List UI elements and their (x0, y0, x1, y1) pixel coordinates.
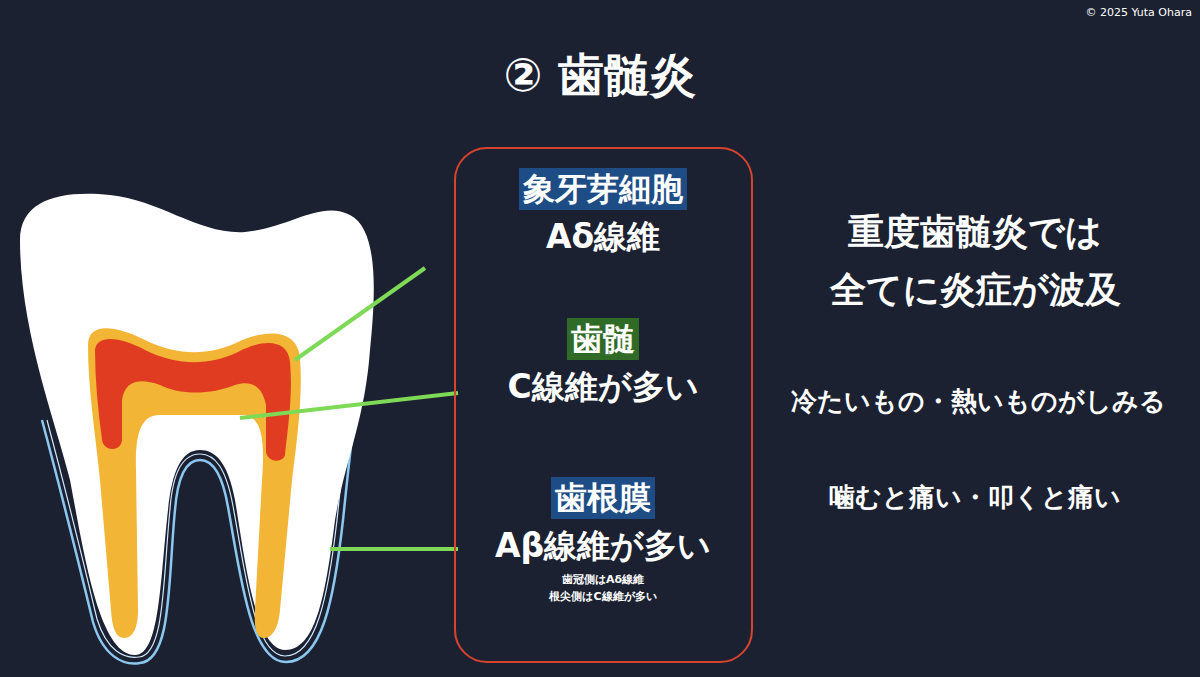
note-text: 歯冠側はAδ線維 根尖側はC線維が多い (538, 571, 668, 605)
tooth-dentin (20, 194, 374, 655)
copyright-note: © 2025 Yuta Ohara (1085, 6, 1192, 20)
slide-title: ② 歯髄炎 (504, 47, 697, 103)
label-group: 歯根膜 Aβ線維が多い歯冠側はAδ線維 根尖側はC線維が多い (495, 477, 711, 605)
group-frame (455, 148, 752, 662)
fiber-label: Aβ線維が多い (495, 525, 711, 567)
pulp (88, 328, 301, 638)
fiber-label: Aδ線維 (546, 216, 660, 258)
leader-line (330, 547, 458, 551)
odontoblast-layer (95, 339, 291, 461)
label-group: 歯髄 C線維が多い (507, 318, 698, 408)
leader-line (295, 268, 425, 360)
highlight-heading: 歯根膜 (551, 477, 655, 519)
highlight-heading: 歯髄 (567, 318, 639, 360)
highlight-heading: 象牙芽細胞 (519, 168, 687, 210)
leader-line (240, 393, 458, 418)
symptom-text: 噛むと痛い・叩くと痛い (829, 480, 1121, 514)
fiber-label: C線維が多い (507, 366, 698, 408)
label-group: 象牙芽細胞 Aδ線維 (519, 168, 687, 258)
symptom-text: 冷たいもの・熱いものがしみる (791, 384, 1166, 418)
summary-text: 重度歯髄炎では 全てに炎症が波及 (820, 203, 1130, 319)
